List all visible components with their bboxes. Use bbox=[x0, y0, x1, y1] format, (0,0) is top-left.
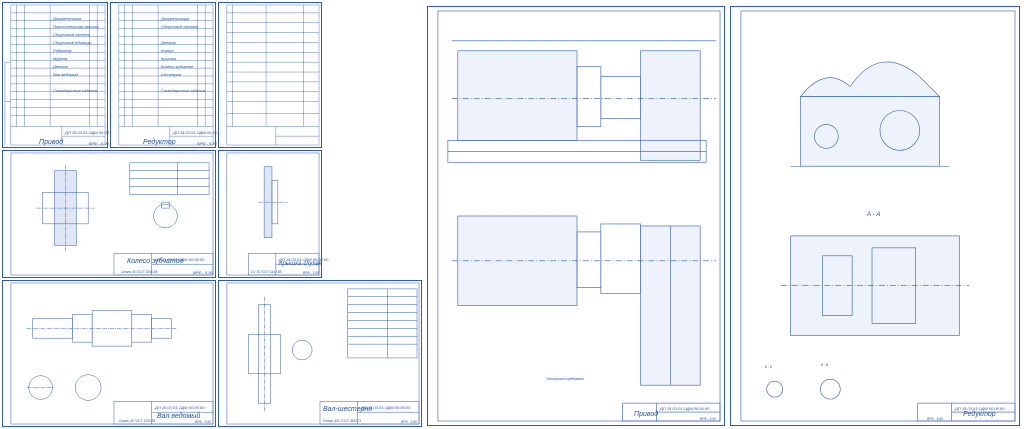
spec3-table bbox=[226, 4, 320, 146]
spec1-sheet-no: ВРФ - 5.90 bbox=[89, 141, 109, 146]
reducer-sheet-no: ВРФ - 5.90 bbox=[927, 417, 943, 421]
drive-sheet-no: ВРФ - 5.90 bbox=[700, 417, 716, 421]
spec1-table bbox=[4, 4, 106, 146]
spec2-row-1: Документация bbox=[161, 16, 190, 21]
spec1-row-2: Пояснительная записка bbox=[53, 24, 99, 29]
cover-drawing bbox=[226, 152, 320, 276]
spec2-row-4: Корпус bbox=[161, 48, 175, 53]
spec2-code: ДП 15.03.01.ОДМ.00.06.00 bbox=[173, 130, 223, 135]
reducer-section-vv: В - В bbox=[821, 363, 829, 367]
spec1-row-1: Документация bbox=[53, 16, 82, 21]
sheet-gear-shaft: ДП 15.03.01.ОДМ.00.06.00 Вал-шестерня Ст… bbox=[218, 280, 422, 427]
spec2-row-7: Шестерня bbox=[161, 72, 181, 77]
spec2-row-2: Сборочный чертеж bbox=[161, 24, 198, 29]
sheet-wheel: ДП 15.03.01.ОДМ.00.06.00 Колесо зубчатое… bbox=[2, 150, 216, 278]
reducer-title: Редуктор bbox=[963, 411, 996, 418]
gear-material: Сталь 40Х ГОСТ 4543-71 bbox=[323, 419, 362, 423]
gear-shaft-drawing bbox=[226, 282, 420, 425]
reducer-code: ДП 15.03.01.ОДМ.00.06.00 bbox=[955, 406, 1005, 411]
drive-title: Привод bbox=[634, 411, 659, 418]
spec1-row-4: Сборочные единицы bbox=[53, 40, 92, 45]
sheet-reducer-assembly: А - А Б - Б В - В ДП 15.03.01.ОДМ.00.06.… bbox=[730, 6, 1020, 426]
spec1-row-3: Сборочный чертеж bbox=[53, 32, 90, 37]
spec2-row-6: Колесо зубчатое bbox=[161, 64, 194, 69]
sheet-drive-assembly: Технические требования ДП 15.03.01.ОДМ.0… bbox=[427, 6, 725, 426]
reducer-drawing bbox=[740, 10, 1016, 422]
shaft-title: Вал ведомый bbox=[157, 413, 201, 420]
reducer-section-aa: А - А bbox=[867, 212, 881, 218]
spec1-row-5: Редуктор bbox=[53, 48, 72, 53]
sheet-cover: ДП 15.03.01.ОДМ.00.06.00 Крышка глухая С… bbox=[218, 150, 328, 278]
reducer-section-bb: Б - Б bbox=[765, 365, 772, 369]
sheet-drive-spec: Документация Пояснительная записка Сборо… bbox=[2, 2, 114, 148]
shaft-drawing bbox=[10, 282, 214, 425]
spec1-row-8: Вал ведомый bbox=[53, 72, 78, 77]
wheel-code: ДП 15.03.01.ОДМ.00.06.00 bbox=[155, 257, 205, 262]
sheet-shaft: ДП 15.03.01.ОДМ.00.06.00 Вал ведомый Ста… bbox=[2, 280, 216, 427]
shaft-sheet-no: ВРФ - 5.90 bbox=[195, 420, 211, 424]
shaft-code: ДП 15.03.01.ОДМ.00.06.00 bbox=[155, 405, 205, 410]
shaft-material: Сталь 45 ГОСТ 1050-88 bbox=[119, 419, 156, 423]
wheel-sheet-no: ВРФ - 5.90 bbox=[193, 270, 213, 275]
sheet-spec3 bbox=[218, 2, 322, 148]
spec2-title: Редуктор bbox=[143, 139, 176, 146]
gear-code: ДП 15.03.01.ОДМ.00.06.00 bbox=[361, 405, 411, 410]
spec1-row-9: Стандартные изделия bbox=[53, 88, 98, 93]
gear-sheet-no: ВРФ - 5.90 bbox=[401, 420, 417, 424]
wheel-drawing bbox=[10, 152, 214, 276]
cover-code: ДП 15.03.01.ОДМ.00.06.00 bbox=[279, 257, 329, 262]
spec1-title: Привод bbox=[39, 139, 64, 146]
spec1-row-6: Муфта bbox=[53, 56, 68, 61]
drive-drawing bbox=[437, 10, 721, 422]
spec2-table bbox=[118, 4, 214, 146]
spec2-sheet-no: ВРФ - 5.90 bbox=[197, 141, 217, 146]
cover-title: Крышка глухая bbox=[279, 261, 322, 267]
drive-code: ДП 15.03.01.ОДМ.00.06.00 bbox=[660, 406, 710, 411]
cover-material: СЧ 15 ГОСТ 1412-85 bbox=[251, 270, 282, 274]
spec2-row-3: Детали bbox=[161, 40, 176, 45]
wheel-title: Колесо зубчатое bbox=[127, 258, 184, 265]
spec2-row-8: Стандартные изделия bbox=[161, 88, 206, 93]
spec2-row-5: Крышка bbox=[161, 56, 176, 61]
spec1-code: ДП 15.03.01.ОДМ.00.06.00 bbox=[65, 130, 115, 135]
gear-title: Вал-шестерня bbox=[323, 406, 373, 413]
wheel-material: Сталь 45 ГОСТ 1050-88 bbox=[121, 270, 158, 274]
spec1-row-7: Детали bbox=[53, 64, 68, 69]
drive-note-head: Технические требования bbox=[546, 377, 584, 381]
sheet-reducer-spec: Документация Сборочный чертеж Детали Кор… bbox=[110, 2, 222, 148]
cover-sheet-no: ВРФ - 5.90 bbox=[303, 271, 319, 275]
